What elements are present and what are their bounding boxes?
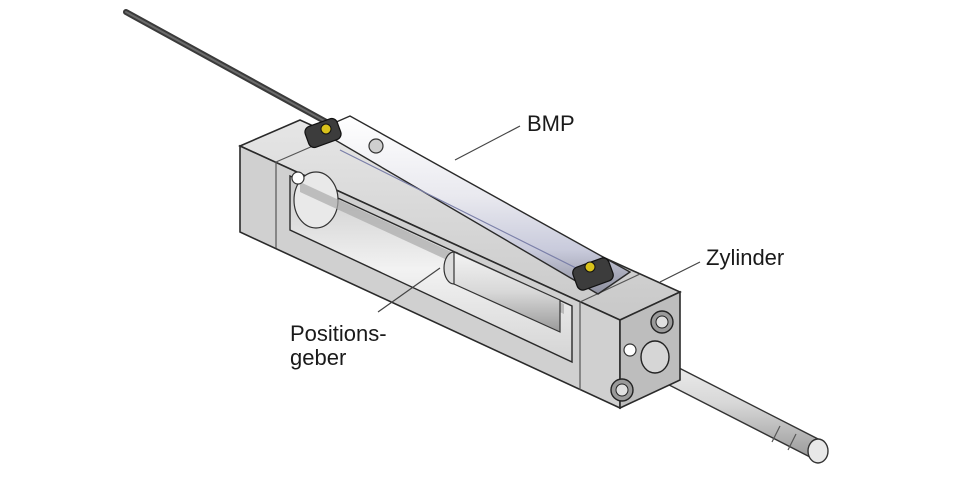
label-zylinder: Zylinder (706, 245, 785, 270)
label-positionsgeber: Positions- geber (290, 322, 387, 370)
leader-line-bmp (454, 125, 521, 161)
right-end-cap (610, 310, 674, 402)
label-positionsgeber-line2: geber (290, 345, 347, 370)
bmp-sensor (304, 115, 632, 295)
position-encoder (443, 251, 561, 333)
label-positionsgeber-line1: Positions- (290, 321, 387, 346)
left-end-cap (291, 171, 305, 185)
leader-line-positionsgeber (377, 267, 441, 313)
leader-lines (377, 125, 701, 313)
label-bmp: BMP (527, 111, 575, 136)
leader-line-zylinder (659, 261, 701, 283)
sensor-cable (123, 9, 333, 127)
